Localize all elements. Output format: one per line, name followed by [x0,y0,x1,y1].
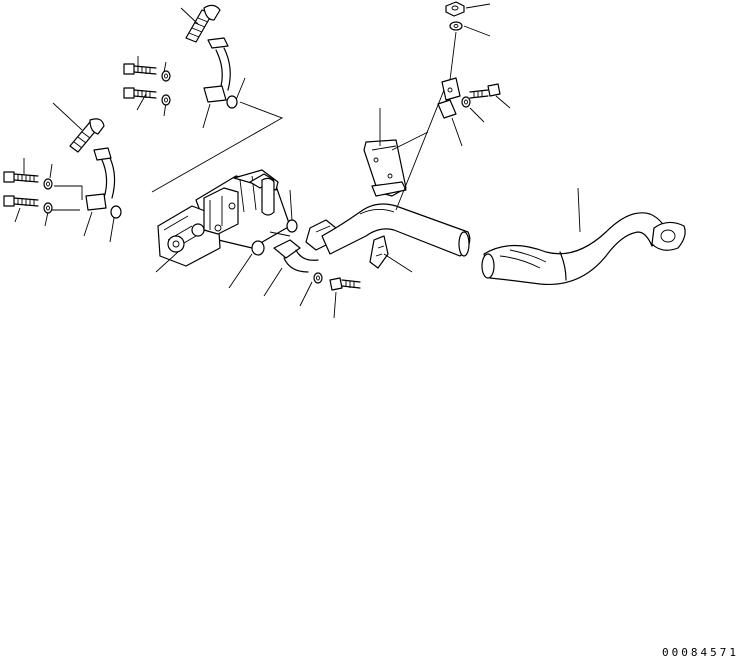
suction-pipe-left [322,204,470,256]
washer-elbow [314,273,322,283]
hose-tube-top [204,38,230,102]
hydraulic-pump [158,170,290,266]
leader-lines-top [137,8,282,192]
hose-fitting-left [70,119,104,152]
washer-top-2 [162,95,170,105]
leader-lines-left [15,103,114,242]
washer-top-stack [450,22,462,30]
leader-lines-stack [450,4,490,80]
bolt-top-2 [124,88,156,98]
hose-fitting-top [186,5,220,42]
leader-lines-bracket [380,80,448,210]
washer-left-2 [44,203,52,213]
o-ring-left [111,206,121,218]
small-bracket [438,78,460,118]
leader-line-hose [578,188,580,232]
leader-lines-pump [156,190,336,318]
o-ring-pump-right [287,220,297,232]
hose-tube-left [86,148,115,210]
washer-top-1 [162,71,170,81]
part-code-label: 00084571 [662,646,739,659]
bolt-left-1 [4,172,38,182]
bolt-right-top [470,84,500,98]
bolt-left-2 [4,196,38,206]
leader-lines-right-top [452,96,510,146]
nut-top [446,2,464,16]
o-ring-top [227,96,237,108]
bolt-top-1 [124,64,156,74]
bolt-elbow [330,278,360,290]
mounting-bracket [364,140,406,196]
washer-left-1 [44,179,52,189]
suction-hose-right [482,213,685,285]
clamp-band [370,236,388,268]
o-ring-pump-bottom [252,241,264,255]
leader-line-clamp [384,254,412,272]
washer-right-top [462,97,470,107]
